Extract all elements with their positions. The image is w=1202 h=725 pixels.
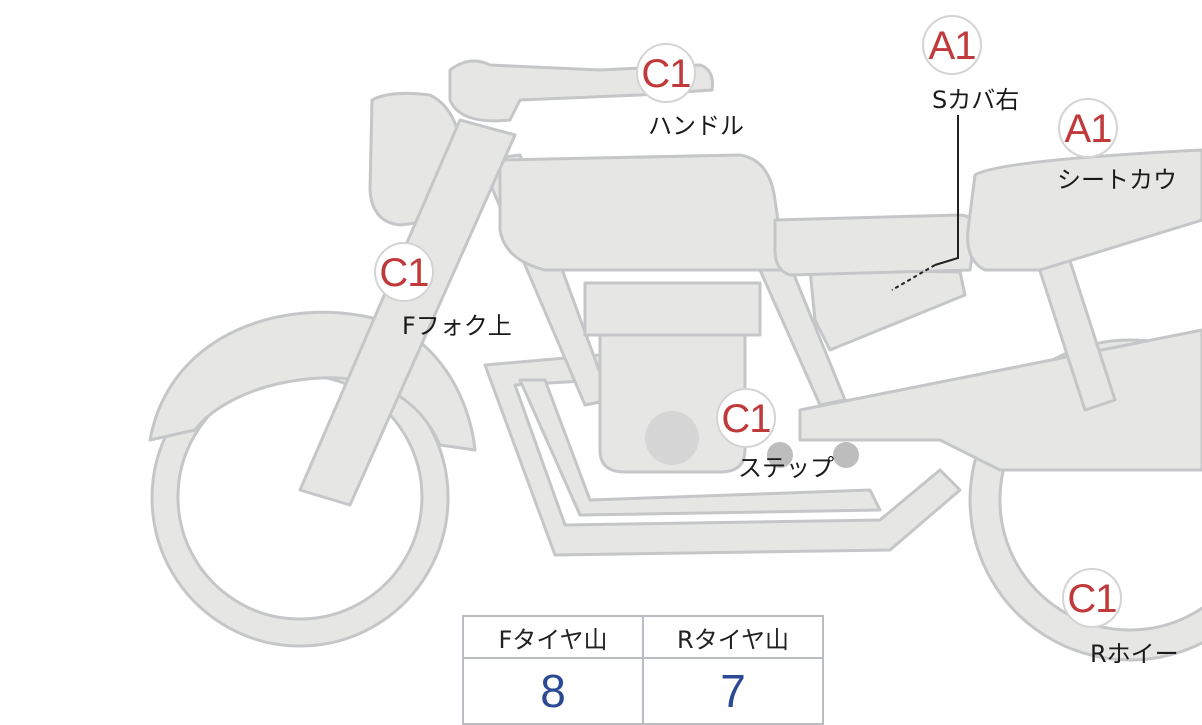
side-cover	[808, 268, 967, 352]
value-front-tire: 8	[462, 657, 644, 725]
grade-badge-rear-wheel: C1	[1062, 568, 1122, 628]
swingarm	[798, 328, 1202, 472]
part-label-rear-wheel: Rホイー	[1090, 640, 1179, 668]
part-label-seat-cowl: シートカウ	[1057, 166, 1177, 194]
seat-cowl	[966, 148, 1202, 272]
grade-badge-side-cover: A1	[922, 15, 982, 75]
grade-badge-fork: C1	[374, 242, 434, 302]
engine-cylinder	[598, 333, 747, 474]
grade-badge-step: C1	[716, 388, 776, 448]
part-label-fork: Fフォク上	[402, 312, 512, 340]
header-rear-tire: Rタイヤ山	[642, 615, 824, 659]
seat	[773, 213, 977, 277]
header-front-tire: Fタイヤ山	[462, 615, 644, 659]
part-label-handle: ハンドル	[648, 112, 744, 140]
value-rear-tire: 7	[642, 657, 824, 725]
grade-badge-handle: C1	[636, 43, 696, 103]
engine-head	[583, 281, 762, 337]
tire-tread-table: Fタイヤ山 Rタイヤ山 8 7	[462, 615, 824, 725]
part-label-side-cover: Sカバ右	[932, 86, 1020, 114]
grade-badge-seat-cowl: A1	[1058, 98, 1118, 158]
leader-line	[934, 115, 959, 266]
fuel-tank	[498, 153, 787, 272]
part-label-step: ステップ	[738, 454, 834, 482]
